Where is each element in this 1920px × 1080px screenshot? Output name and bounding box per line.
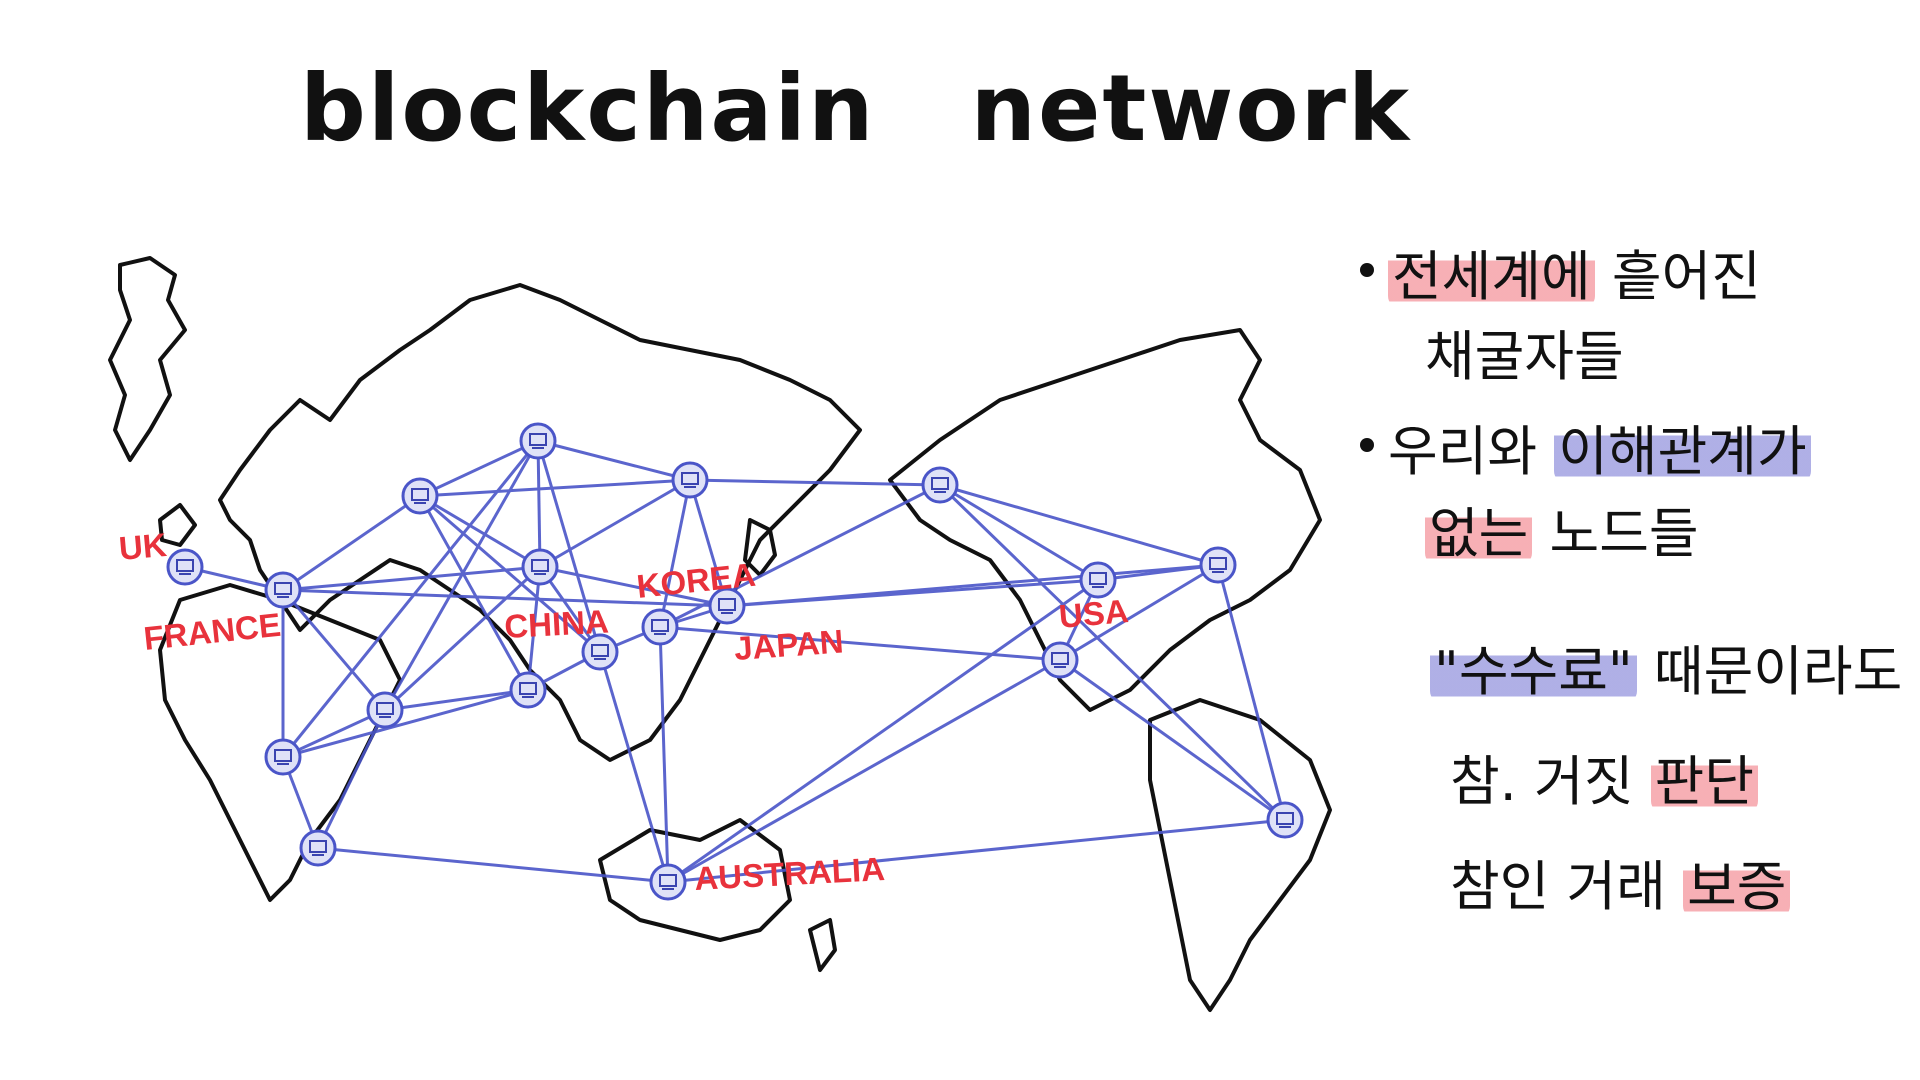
network-link bbox=[282, 708, 386, 759]
network-link bbox=[939, 483, 1099, 582]
network-link bbox=[526, 566, 542, 691]
computer-node-icon bbox=[401, 477, 439, 515]
bullet-icon bbox=[1360, 438, 1374, 453]
computer-node-icon bbox=[1079, 561, 1117, 599]
computer-node-icon bbox=[649, 863, 687, 901]
network-link bbox=[659, 483, 941, 629]
computer-node-icon bbox=[519, 422, 557, 460]
title-word-network: network bbox=[970, 55, 1412, 162]
network-link bbox=[281, 589, 387, 711]
note-highlight-judge: 판단 bbox=[1650, 750, 1758, 813]
computer-node-icon bbox=[671, 461, 709, 499]
note-item-2-line2: 없는 노드들 bbox=[1425, 502, 1699, 565]
network-link bbox=[282, 494, 421, 592]
network-link bbox=[317, 846, 669, 884]
network-link bbox=[536, 440, 542, 568]
note-highlight-guarantee: 보증 bbox=[1683, 855, 1791, 918]
note-item-1-line2: 채굴자들 bbox=[1425, 325, 1624, 388]
network-link bbox=[419, 478, 691, 498]
computer-node-icon bbox=[299, 829, 337, 867]
note-fee: "수수료" 때문이라도 bbox=[1430, 640, 1902, 703]
country-label-china: CHINA bbox=[503, 603, 609, 645]
network-link bbox=[938, 483, 1287, 822]
network-link bbox=[658, 626, 670, 883]
network-link bbox=[537, 439, 691, 482]
note-highlight-without: 없는 bbox=[1425, 502, 1533, 565]
network-link bbox=[939, 483, 1219, 567]
network-link bbox=[1059, 658, 1286, 822]
computer-node-icon bbox=[1041, 641, 1079, 679]
note-highlight-fee: "수수료" bbox=[1430, 640, 1637, 703]
network-link bbox=[282, 688, 529, 759]
computer-node-icon bbox=[509, 671, 547, 709]
computer-node-icon bbox=[264, 571, 302, 609]
computer-node-icon bbox=[264, 738, 302, 776]
island-nz bbox=[808, 918, 837, 972]
landmass-north-america bbox=[888, 328, 1322, 712]
landmass-south-america bbox=[1148, 698, 1332, 1012]
network-link bbox=[689, 478, 941, 487]
note-highlight-interest: 이해관계가 bbox=[1554, 420, 1811, 483]
computer-node-icon bbox=[166, 548, 204, 586]
note-item-2: 우리와 이해관계가 bbox=[1360, 420, 1811, 483]
network-link bbox=[658, 479, 692, 628]
network-link bbox=[418, 495, 530, 691]
note-text-with-us: 우리와 bbox=[1388, 420, 1538, 483]
computer-node-icon bbox=[581, 633, 619, 671]
landmass-north-atlantic bbox=[108, 256, 187, 462]
island-japan bbox=[743, 518, 777, 577]
note-judge: 참. 거짓 판단 bbox=[1450, 750, 1758, 813]
computer-node-icon bbox=[641, 608, 679, 646]
network-link bbox=[282, 565, 541, 592]
network-link bbox=[726, 563, 1219, 608]
network-link bbox=[539, 565, 728, 608]
note-text-true-false: 참. 거짓 bbox=[1450, 750, 1634, 813]
network-link bbox=[659, 625, 1061, 662]
computer-node-icon bbox=[366, 691, 404, 729]
network-link bbox=[383, 440, 540, 711]
computer-node-icon bbox=[921, 466, 959, 504]
island-uk bbox=[158, 503, 197, 547]
computer-node-icon bbox=[1266, 801, 1304, 839]
computer-node-icon bbox=[521, 548, 559, 586]
network-nodes bbox=[166, 422, 1304, 901]
title-word-blockchain: blockchain bbox=[300, 55, 876, 162]
network-link bbox=[281, 440, 540, 758]
network-link bbox=[667, 578, 1099, 884]
note-item-1: 전세계에 흩어진 bbox=[1360, 245, 1761, 308]
network-link bbox=[1216, 564, 1287, 821]
network-link bbox=[536, 440, 602, 653]
network-link bbox=[419, 494, 541, 569]
network-link bbox=[383, 565, 542, 712]
page-title: blockchain network bbox=[300, 55, 1411, 162]
note-text-because: 때문이라도 bbox=[1653, 640, 1903, 703]
computer-node-icon bbox=[1199, 546, 1237, 584]
note-text-scattered: 흩어진 bbox=[1611, 245, 1761, 308]
note-text-nodes: 노드들 bbox=[1549, 502, 1699, 565]
country-label-australia: AUSTRALIA bbox=[693, 850, 885, 897]
network-link bbox=[1059, 563, 1219, 662]
network-link bbox=[598, 651, 670, 883]
network-link bbox=[667, 658, 1061, 884]
network-edges bbox=[184, 439, 1287, 884]
continent-outlines bbox=[108, 256, 1332, 1012]
network-link bbox=[419, 494, 601, 654]
network-link bbox=[384, 688, 529, 712]
country-label-france: FRANCE bbox=[142, 606, 283, 657]
network-link bbox=[1097, 563, 1219, 582]
bullet-icon bbox=[1360, 263, 1374, 278]
network-link bbox=[667, 818, 1286, 884]
country-label-uk: UK bbox=[117, 526, 168, 567]
network-link bbox=[688, 479, 729, 607]
country-label-usa: USA bbox=[1057, 592, 1130, 635]
note-text-true-tx: 참인 거래 bbox=[1450, 855, 1666, 918]
computer-node-icon bbox=[708, 587, 746, 625]
landmass-australia bbox=[598, 818, 792, 942]
network-link bbox=[419, 439, 539, 498]
note-guarantee: 참인 거래 보증 bbox=[1450, 855, 1791, 918]
country-label-japan: JAPAN bbox=[733, 622, 845, 667]
note-highlight-worldwide: 전세계에 bbox=[1388, 245, 1595, 308]
network-link bbox=[539, 478, 691, 569]
